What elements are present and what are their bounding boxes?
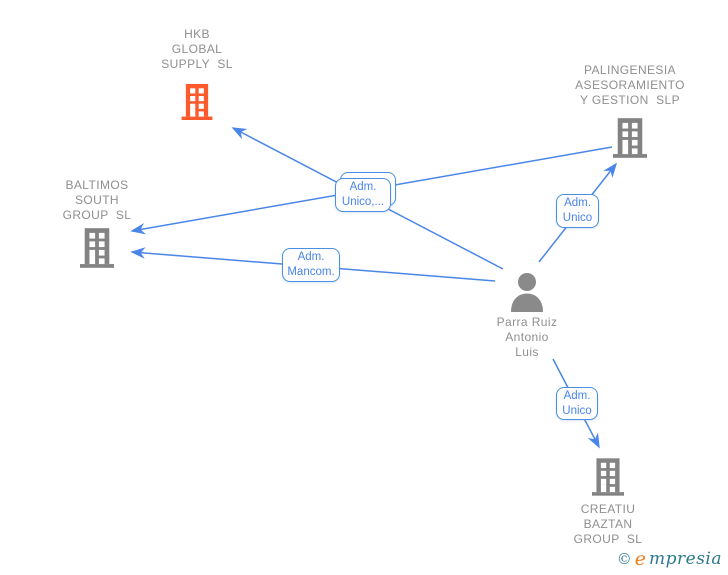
node-creatiu-baztan-group-sl[interactable]: CREATIU BAZTAN GROUP SL: [533, 458, 683, 547]
building-icon: [80, 228, 114, 268]
building-icon: [592, 458, 624, 496]
node-parra-ruiz-antonio-luis[interactable]: Parra Ruiz Antonio Luis: [452, 272, 602, 360]
node-label: HKB GLOBAL SUPPLY SL: [161, 27, 233, 71]
node-hkb-global-supply-sl[interactable]: HKB GLOBAL SUPPLY SL: [122, 27, 272, 120]
relationship-badge-adm-unico-bottom[interactable]: Adm. Unico: [556, 387, 598, 420]
node-label: CREATIU BAZTAN GROUP SL: [573, 502, 643, 546]
node-label: Parra Ruiz Antonio Luis: [496, 315, 558, 359]
node-label: BALTIMOS SOUTH GROUP SL: [62, 178, 132, 222]
relationship-badge-adm-unico-multi[interactable]: Adm. Unico,...: [335, 178, 391, 212]
node-baltimos-south-group-sl[interactable]: BALTIMOS SOUTH GROUP SL: [22, 178, 172, 268]
logo-letter-e: e: [634, 548, 646, 570]
relationship-badge-adm-mancom[interactable]: Adm. Mancom.: [282, 248, 340, 282]
logo-wordmark: mpresia: [649, 549, 722, 569]
building-icon: [613, 118, 647, 158]
copyright-icon: ©: [616, 550, 632, 568]
person-icon: [511, 273, 543, 312]
node-palingenesia-asesoramiento-y-gestion-slp[interactable]: PALINGENESIA ASESORAMIENTO Y GESTION SLP: [555, 63, 705, 158]
node-label: PALINGENESIA ASESORAMIENTO Y GESTION SLP: [575, 63, 685, 107]
relationship-badge-adm-unico-top[interactable]: Adm. Unico: [556, 194, 599, 228]
building-icon: [181, 84, 213, 120]
